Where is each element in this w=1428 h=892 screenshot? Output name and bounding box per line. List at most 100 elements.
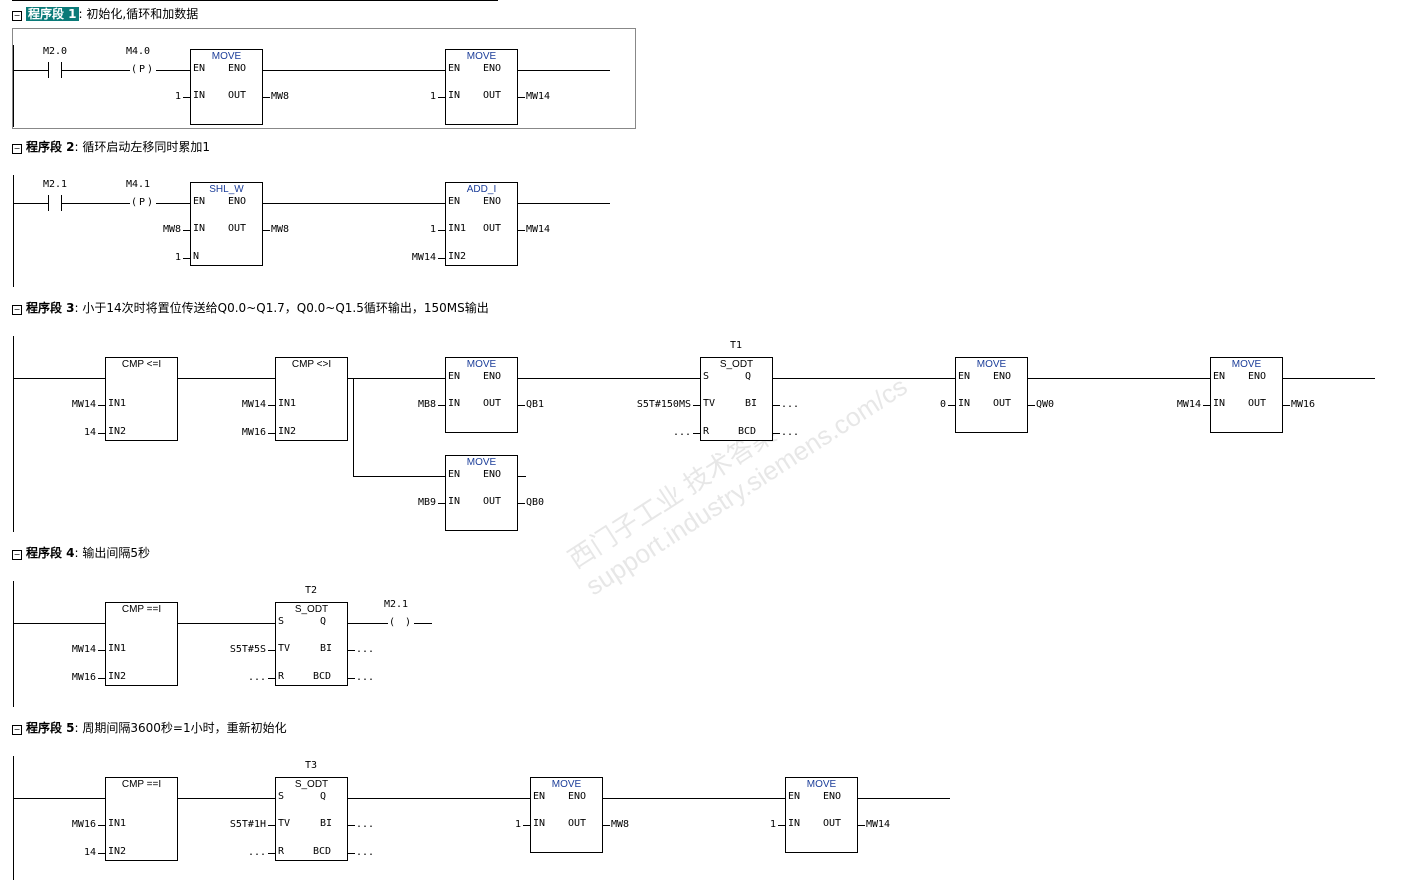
block-title: S_ODT [294, 604, 329, 615]
pin-stub [1203, 405, 1210, 406]
network-header[interactable]: −程序段 4: 输出间隔5秒 [12, 545, 150, 561]
output-operand[interactable]: MW14 [526, 91, 551, 102]
output-operand[interactable]: ... [781, 399, 800, 410]
input-pin: IN [788, 818, 801, 829]
network-header[interactable]: −程序段 5: 周期间隔3600秒=1小时，重新初始化 [12, 720, 287, 736]
input-pin: S [703, 371, 710, 382]
collapse-toggle-icon[interactable]: − [12, 11, 22, 21]
output-operand[interactable]: QW0 [1036, 399, 1055, 410]
input-operand[interactable]: 1 [769, 819, 776, 830]
function-block-s-odt[interactable] [700, 357, 773, 441]
input-operand[interactable]: MW16 [71, 819, 96, 830]
input-operand[interactable]: ... [672, 427, 691, 438]
positive-edge-coil-icon[interactable]: (P) [130, 63, 157, 77]
input-operand[interactable]: 1 [174, 252, 181, 263]
input-pin: IN2 [108, 426, 127, 437]
input-operand[interactable]: ... [247, 672, 266, 683]
top-divider [12, 0, 498, 1]
input-operand[interactable]: 1 [174, 91, 181, 102]
output-operand[interactable]: MW16 [1291, 399, 1316, 410]
output-pin: OUT [483, 398, 502, 409]
pin-stub [438, 503, 445, 504]
input-operand[interactable]: MW14 [411, 252, 436, 263]
pin-stub [438, 258, 445, 259]
pin-stub [438, 230, 445, 231]
output-operand[interactable]: MW14 [526, 224, 551, 235]
output-operand[interactable]: MW8 [271, 91, 290, 102]
output-pin: ENO [483, 196, 502, 207]
network-header[interactable]: −程序段 2: 循环启动左移同时累加1 [12, 139, 210, 155]
no-contact-icon[interactable] [48, 62, 62, 78]
input-pin: EN [448, 371, 461, 382]
function-block-move[interactable] [445, 357, 518, 433]
input-operand[interactable]: S5T#1H [229, 819, 266, 830]
collapse-toggle-icon[interactable]: − [12, 550, 22, 560]
network-label: 程序段 1 [26, 7, 79, 21]
function-block-move[interactable] [445, 455, 518, 531]
function-block-s-odt[interactable] [275, 777, 348, 861]
input-pin: IN2 [108, 671, 127, 682]
input-operand[interactable]: MW14 [241, 399, 266, 410]
function-block-cmp-i[interactable] [105, 602, 178, 686]
input-operand[interactable]: 1 [514, 819, 521, 830]
input-pin: TV [703, 398, 716, 409]
function-block-move[interactable] [1210, 357, 1283, 433]
output-operand[interactable]: MW8 [271, 224, 290, 235]
input-operand[interactable]: 14 [83, 427, 96, 438]
collapse-toggle-icon[interactable]: − [12, 305, 22, 315]
output-coil-icon[interactable]: ( ) [388, 616, 415, 630]
input-operand[interactable]: 14 [83, 847, 96, 858]
input-operand[interactable]: S5T#150MS [636, 399, 691, 410]
block-title: CMP ==I [121, 604, 162, 615]
output-pin: ENO [1248, 371, 1267, 382]
collapse-toggle-icon[interactable]: − [12, 725, 22, 735]
output-operand[interactable]: ... [356, 847, 375, 858]
output-operand[interactable]: QB0 [526, 497, 545, 508]
function-block-move[interactable] [785, 777, 858, 853]
pin-stub [858, 825, 865, 826]
output-operand[interactable]: MW14 [866, 819, 891, 830]
input-operand[interactable]: MB8 [417, 399, 436, 410]
function-block-move[interactable] [955, 357, 1028, 433]
function-block-add-i[interactable] [445, 182, 518, 266]
output-operand[interactable]: MW8 [611, 819, 630, 830]
input-operand[interactable]: MW16 [71, 672, 96, 683]
network-header[interactable]: −程序段 1: 初始化,循环和加数据 [12, 6, 198, 22]
input-operand[interactable]: S5T#5S [229, 644, 266, 655]
block-title: S_ODT [719, 359, 754, 370]
function-block-s-odt[interactable] [275, 602, 348, 686]
input-pin: EN [193, 63, 206, 74]
output-operand[interactable]: ... [356, 644, 375, 655]
function-block-cmp-i[interactable] [275, 357, 348, 441]
function-block-shl-w[interactable] [190, 182, 263, 266]
input-pin: IN1 [108, 398, 127, 409]
output-operand[interactable]: ... [356, 672, 375, 683]
input-operand[interactable]: MW16 [241, 427, 266, 438]
function-block-move[interactable] [190, 49, 263, 125]
pin-stub [268, 650, 275, 651]
input-operand[interactable]: MW14 [71, 399, 96, 410]
function-block-cmp-i[interactable] [105, 357, 178, 441]
output-operand[interactable]: QB1 [526, 399, 545, 410]
no-contact-icon[interactable] [48, 195, 62, 211]
input-pin: IN [193, 90, 206, 101]
input-operand[interactable]: MB9 [417, 497, 436, 508]
input-operand[interactable]: MW8 [162, 224, 181, 235]
block-title: MOVE [551, 779, 582, 790]
input-operand[interactable]: 1 [429, 224, 436, 235]
function-block-cmp-i[interactable] [105, 777, 178, 861]
function-block-move[interactable] [445, 49, 518, 125]
input-operand[interactable]: MW14 [1176, 399, 1201, 410]
output-operand[interactable]: ... [356, 819, 375, 830]
positive-edge-coil-icon[interactable]: (P) [130, 196, 157, 210]
input-operand[interactable]: ... [247, 847, 266, 858]
input-operand[interactable]: MW14 [71, 644, 96, 655]
output-operand[interactable]: ... [781, 427, 800, 438]
function-block-move[interactable] [530, 777, 603, 853]
input-operand[interactable]: 0 [939, 399, 946, 410]
network-header[interactable]: −程序段 3: 小于14次时将置位传送给Q0.0~Q1.7，Q0.0~Q1.5循… [12, 300, 489, 316]
input-pin: IN1 [108, 643, 127, 654]
collapse-toggle-icon[interactable]: − [12, 144, 22, 154]
rung-wire [13, 203, 610, 204]
input-operand[interactable]: 1 [429, 91, 436, 102]
